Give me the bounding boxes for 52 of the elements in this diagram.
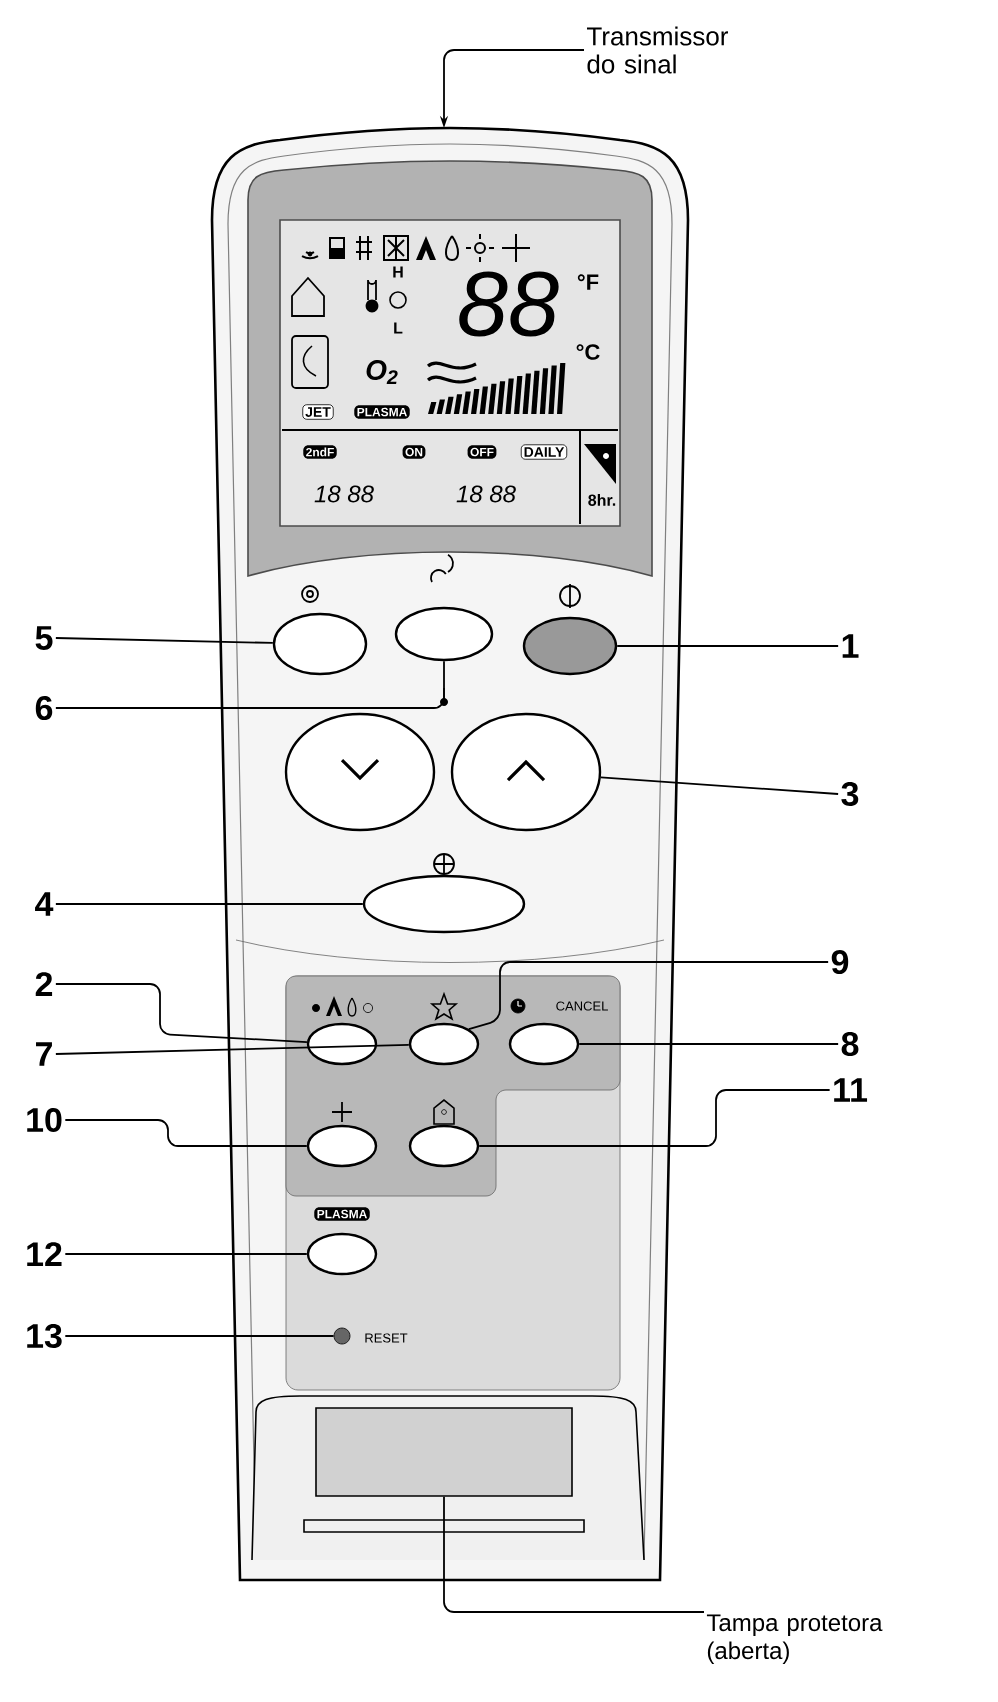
callout-number: 10 bbox=[27, 1107, 62, 1133]
leader-line bbox=[54, 637, 274, 644]
leader-line bbox=[64, 1119, 308, 1147]
leader-line bbox=[54, 903, 364, 905]
button bbox=[306, 1022, 378, 1066]
button bbox=[306, 1124, 378, 1168]
display-text: L bbox=[394, 322, 403, 334]
leader-line bbox=[616, 645, 840, 647]
callout-text: Transmissor do sinal bbox=[587, 26, 728, 74]
timer-digits: 18 88 bbox=[314, 485, 374, 503]
fan-button bbox=[362, 874, 526, 934]
button bbox=[394, 606, 494, 662]
display-text: H bbox=[393, 266, 403, 278]
callout-number: 4 bbox=[35, 892, 54, 916]
callout-number: 11 bbox=[834, 1078, 868, 1102]
display-text: O$_{2}$ bbox=[366, 360, 398, 384]
callout-number: 5 bbox=[35, 626, 53, 650]
button bbox=[408, 1022, 480, 1066]
leader-line bbox=[478, 1089, 831, 1147]
leader-line bbox=[64, 1335, 335, 1337]
timer-digits: 18 88 bbox=[456, 485, 516, 503]
button bbox=[508, 1022, 580, 1066]
leader-line bbox=[54, 660, 445, 709]
callout-number: 7 bbox=[36, 1042, 52, 1066]
leader-line bbox=[54, 983, 308, 1043]
callout-number: 1 bbox=[842, 634, 859, 658]
callout-number: 13 bbox=[27, 1323, 62, 1349]
down-button bbox=[284, 712, 436, 832]
display-digits: 88 bbox=[459, 271, 559, 337]
callout-text: Tampa protetora (aberta) bbox=[706, 1614, 883, 1664]
button bbox=[306, 1232, 378, 1276]
button bbox=[408, 1124, 480, 1168]
cover-flap bbox=[315, 1407, 573, 1497]
callout-number: 9 bbox=[831, 949, 849, 975]
callout-number: 6 bbox=[35, 695, 53, 721]
callout-number: 8 bbox=[841, 1031, 859, 1057]
leader-line bbox=[600, 776, 840, 795]
leader-line bbox=[468, 961, 830, 1030]
up-button bbox=[450, 712, 602, 832]
callout-number: 2 bbox=[35, 972, 53, 996]
leader-line bbox=[64, 1253, 308, 1255]
callout-number: 3 bbox=[841, 781, 859, 807]
reset-hole bbox=[333, 1327, 351, 1345]
callout-number: 12 bbox=[27, 1242, 62, 1266]
unit-symbol: °F bbox=[577, 274, 599, 290]
button bbox=[272, 612, 368, 676]
unit-symbol: °C bbox=[576, 344, 600, 360]
leader-line bbox=[443, 1495, 705, 1613]
display-text: 8hr. bbox=[588, 494, 616, 506]
leader-line bbox=[578, 1043, 840, 1045]
power-button bbox=[522, 616, 618, 676]
leader-line bbox=[54, 1044, 410, 1055]
